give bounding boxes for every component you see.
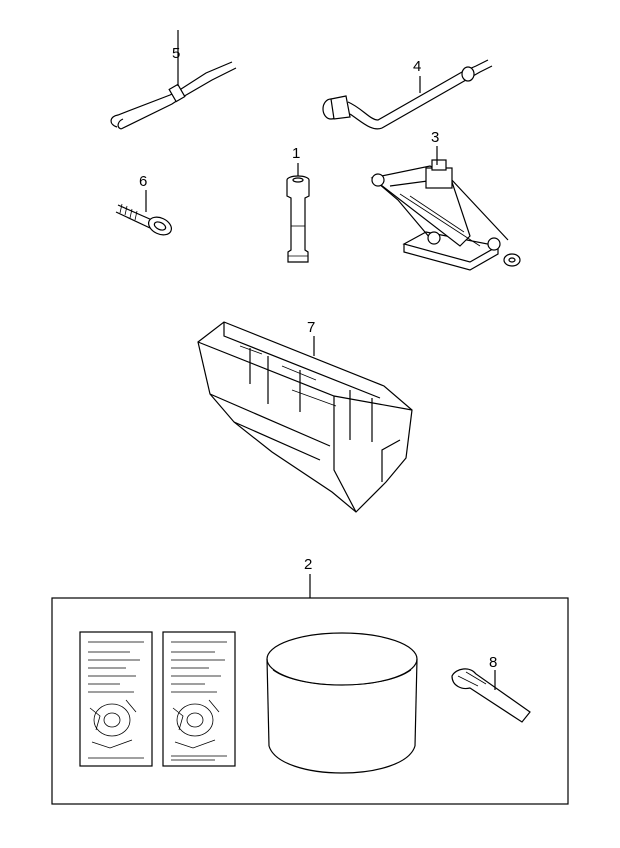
callout-5: 5 [172, 45, 180, 62]
callout-3: 3 [431, 129, 439, 146]
part-5-jack-rod[interactable] [110, 30, 237, 130]
part-4-jack-handle[interactable] [322, 59, 493, 130]
part-3-scissor-jack[interactable] [370, 146, 521, 271]
part-7-tool-tray[interactable] [197, 321, 413, 513]
callout-1: 1 [292, 145, 300, 162]
callout-8: 8 [489, 654, 497, 671]
round-case [266, 632, 418, 774]
part-8-strap[interactable] [451, 668, 531, 723]
callout-4: 4 [413, 58, 421, 75]
callout-2: 2 [304, 556, 312, 573]
instruction-label-2 [162, 631, 236, 767]
callout-6: 6 [139, 173, 147, 190]
instruction-label-1 [79, 631, 153, 767]
part-2-tool-kit-box[interactable] [51, 574, 569, 805]
part-1-socket-wrench[interactable] [286, 163, 310, 263]
part-6-towing-hook[interactable] [115, 190, 174, 238]
callout-7: 7 [307, 319, 315, 336]
